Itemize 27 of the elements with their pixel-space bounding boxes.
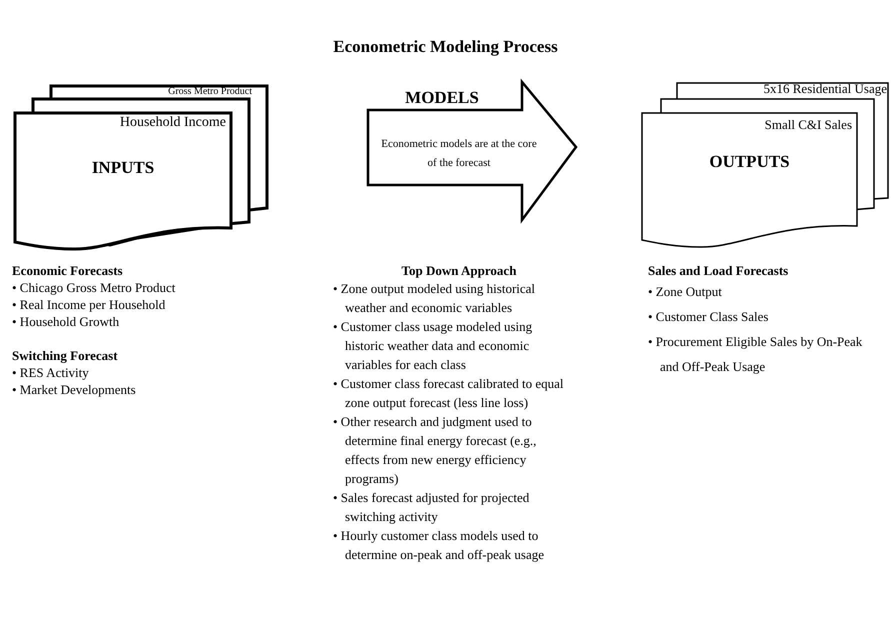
list-heading: Switching Forecast: [12, 347, 119, 364]
bullet-item: • Sales forecast adjusted for projected switching activity: [333, 489, 530, 526]
bullet-item: • Customer class usage modeled using historic weather data and economic variables for each class: [333, 318, 534, 374]
bullet-item: • Zone Output: [648, 283, 723, 301]
bullet-item: • Household Growth: [12, 313, 120, 330]
bullet-item: • Procurement Eligible Sales by On-Peak and Off-Peak Usage: [648, 333, 864, 376]
bullet-item: • Hourly customer class models used to determine on-peak and off-peak usage: [333, 527, 546, 564]
document-heading: OUTPUTS: [708, 152, 791, 172]
bullet-item: • RES Activity: [12, 364, 90, 381]
bullet-item: • Zone output modeled using historical weather and economic variables: [333, 280, 536, 317]
arrow-text: Econometric models are at the core of the forecast: [381, 137, 537, 171]
list-heading: Top Down Approach: [400, 262, 518, 279]
bullet-item: • Chicago Gross Metro Product: [12, 279, 176, 296]
bullet-item: • Other research and judgment used to determine final energy forecast (e.g., effects from new energy efficiency programs): [333, 413, 538, 488]
document-heading: INPUTS: [90, 158, 156, 178]
list-heading: Economic Forecasts: [12, 262, 124, 279]
bullet-item: • Real Income per Household: [12, 296, 166, 313]
document-label: Small C&I Sales: [764, 117, 852, 133]
bullet-item: • Customer Class Sales: [648, 308, 770, 326]
page-title: Econometric Modeling Process: [332, 37, 559, 57]
list-heading: Sales and Load Forecasts: [648, 262, 790, 279]
document-label: Gross Metro Product: [168, 86, 252, 97]
arrow-heading: MODELS: [404, 88, 480, 108]
bullet-item: • Customer class forecast calibrated to equal zone output forecast (less line loss): [333, 375, 565, 412]
document-label: Household Income: [120, 115, 226, 131]
document-label: 5x16 Residential Usage: [764, 81, 887, 97]
bullet-item: • Market Developments: [12, 381, 137, 398]
